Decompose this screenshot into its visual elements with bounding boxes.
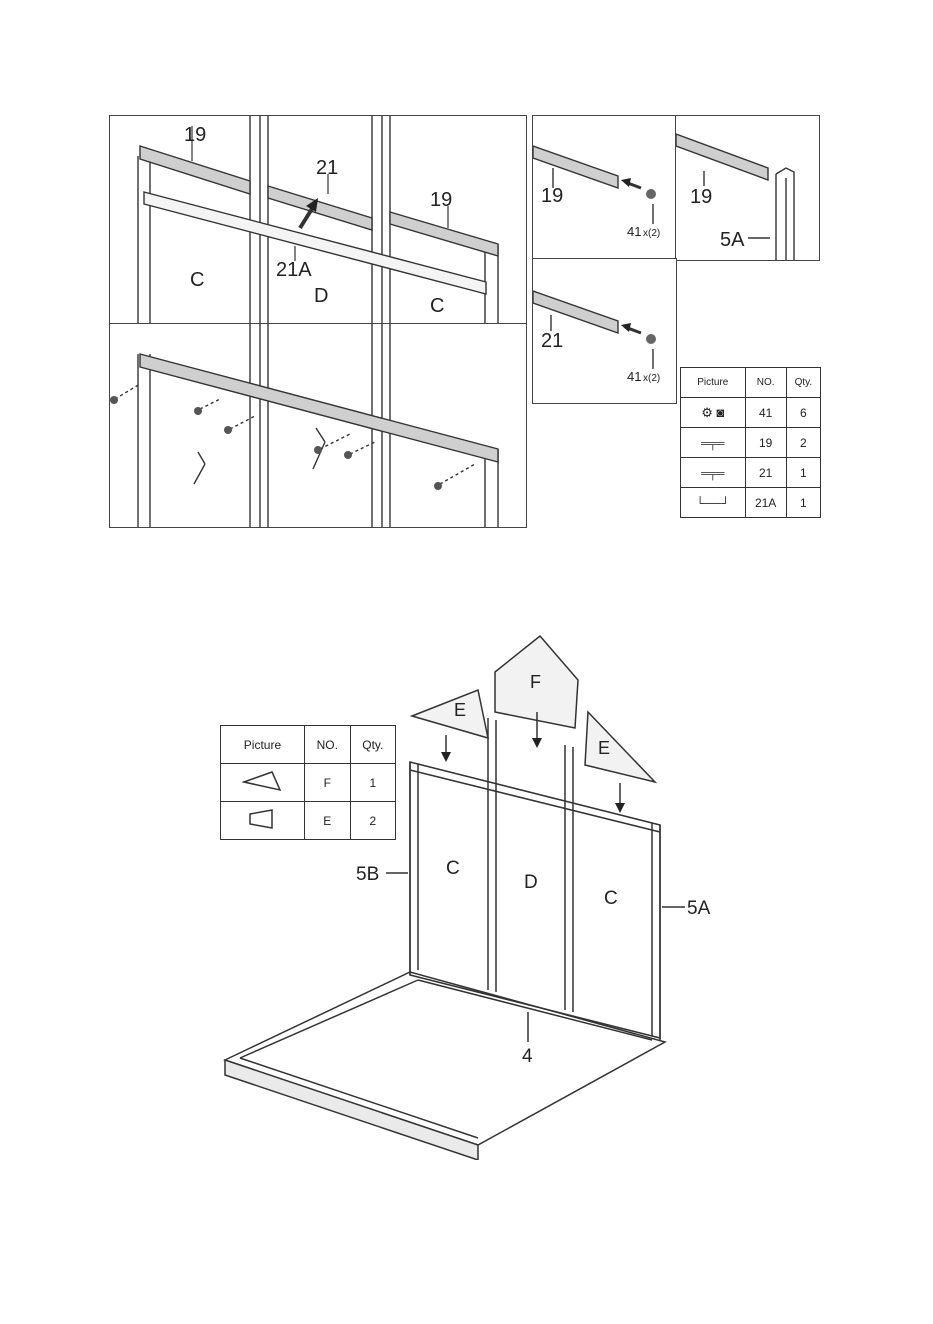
- detail-label-19-post: 19: [690, 186, 712, 208]
- label-panel-d-2: D: [524, 872, 538, 893]
- label-21: 21: [316, 157, 338, 179]
- wall-assembly-drawing: F E E C D C 5B 5A 4: [200, 620, 740, 1160]
- label-post-5a: 5A: [687, 898, 711, 919]
- table-row: ═╤═ 19 2: [681, 428, 821, 458]
- parts-table-step1: Picture NO. Qty. ⚙ ◙ 41 6 ═╤═ 19 2 ═╤═ 2…: [680, 367, 821, 518]
- detail-rail-19-post-5a: 19 5A: [675, 115, 820, 261]
- bar-21a-icon: └──┘: [681, 488, 746, 518]
- bolt-icon-2: [646, 334, 656, 344]
- label-gable-f: F: [530, 672, 541, 692]
- bolted-rail-panel: [109, 323, 527, 528]
- detail-label-19: 19: [541, 185, 563, 207]
- table-row: ⚙ ◙ 41 6: [681, 398, 821, 428]
- gable-e-left: [412, 690, 488, 738]
- detail-label-5a: 5A: [720, 229, 745, 251]
- label-panel-d: D: [314, 285, 328, 307]
- detail-5a-drawing: 19 5A: [676, 116, 820, 261]
- detail-label-21: 21: [541, 330, 563, 352]
- table-row: └──┘ 21A 1: [681, 488, 821, 518]
- detail-label-41-qty-b: x(2): [643, 373, 660, 384]
- detail-label-41-b: 41: [627, 369, 641, 384]
- rail-19-icon: ═╤═: [681, 428, 746, 458]
- bolt-nut-icon: ⚙ ◙: [681, 398, 746, 428]
- label-19-right: 19: [430, 189, 452, 211]
- detail-rail-21-bolt: 21 41 x(2): [532, 258, 677, 404]
- header-qty: Qty.: [786, 368, 820, 398]
- detail-21-drawing: 21 41 x(2): [533, 259, 677, 404]
- label-panel-c-right-2: C: [604, 888, 618, 909]
- label-gable-e-left: E: [454, 700, 466, 720]
- label-panel-c-left-2: C: [446, 858, 460, 879]
- table-row: ═╤═ 21 1: [681, 458, 821, 488]
- bolt-icon: [646, 189, 656, 199]
- label-post-5b: 5B: [356, 864, 379, 885]
- detail-label-41: 41: [627, 224, 641, 239]
- label-panel-c-left: C: [190, 269, 204, 291]
- rail-21-icon: ═╤═: [681, 458, 746, 488]
- rail-assembly-drawing: 19 21 19 21A C D C: [110, 116, 527, 325]
- detail-19-drawing: 19 41 x(2): [533, 116, 677, 261]
- main-rail-panel: 19 21 19 21A C D C: [109, 115, 527, 325]
- label-21a: 21A: [276, 259, 312, 281]
- label-gable-e-right: E: [598, 738, 610, 758]
- detail-label-41-qty: x(2): [643, 228, 660, 239]
- header-picture: Picture: [681, 368, 746, 398]
- detail-rail-19-bolt: 19 41 x(2): [532, 115, 677, 261]
- label-base-4: 4: [522, 1046, 533, 1067]
- gable-e-right: [585, 712, 655, 782]
- header-no: NO.: [745, 368, 786, 398]
- label-panel-c-right: C: [430, 295, 444, 317]
- bolting-drawing: [110, 324, 527, 528]
- label-19: 19: [184, 124, 206, 146]
